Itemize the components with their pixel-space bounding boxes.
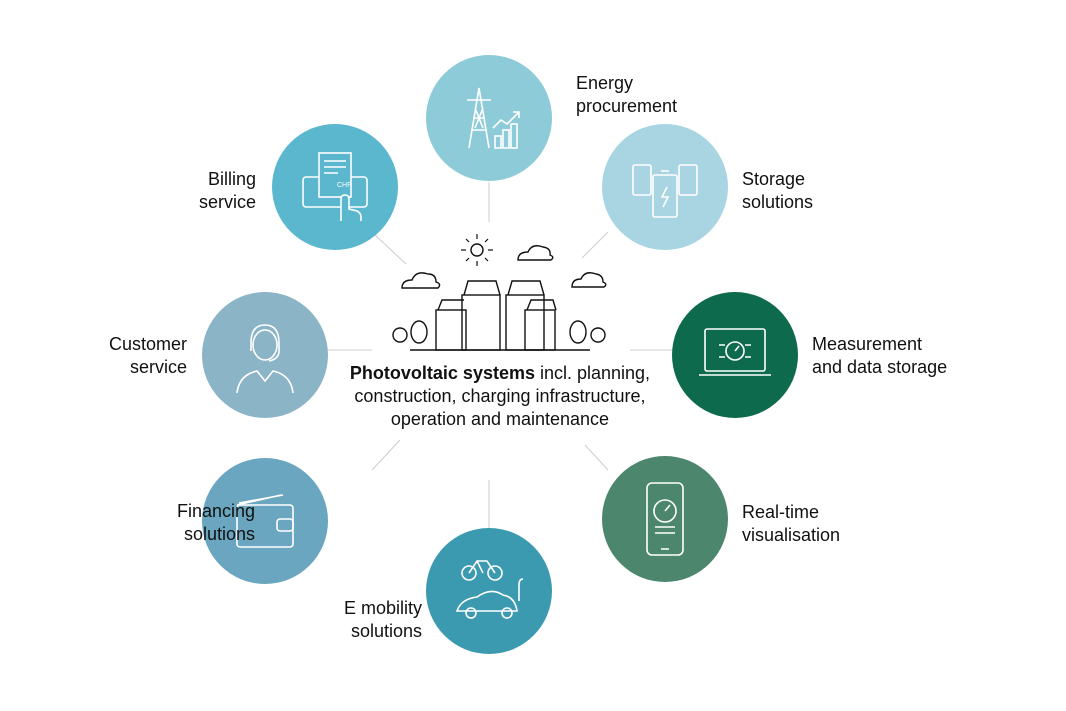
- label-line: and data storage: [812, 357, 948, 377]
- financing-label: Financing solutions: [145, 500, 255, 546]
- label-line: service: [129, 357, 187, 377]
- label-line: Real-time: [742, 502, 820, 522]
- emobility-circle: [426, 528, 552, 654]
- label-line: Storage: [742, 169, 806, 189]
- invoice-hand-icon: CHF: [302, 152, 368, 221]
- label-line: procurement: [576, 96, 678, 116]
- billing-service-circle: CHF: [272, 124, 398, 250]
- realtime-circle: [602, 456, 728, 582]
- storage-solutions-label: Storage solutions: [742, 168, 813, 214]
- laptop-gauge-icon: [699, 328, 771, 376]
- energy-procurement-circle: [426, 55, 552, 181]
- city-solar-illustration: [392, 234, 607, 351]
- label-line: service: [198, 192, 256, 212]
- phone-gauge-icon: [646, 482, 684, 556]
- svg-text:CHF: CHF: [337, 182, 351, 189]
- label-line: visualisation: [742, 525, 841, 545]
- label-line: solutions: [183, 524, 255, 544]
- ebike-car-icon: [455, 560, 524, 619]
- battery-icon: [632, 164, 698, 218]
- label-line: Financing: [176, 501, 255, 521]
- storage-solutions-circle: [602, 124, 728, 250]
- center-description: Photovoltaic systems incl. planning, con…: [320, 362, 680, 431]
- label-line: Measurement: [812, 334, 923, 354]
- customer-service-circle: [202, 292, 328, 418]
- billing-service-label: Billing service: [170, 168, 256, 214]
- center-title: Photovoltaic systems: [349, 363, 535, 383]
- label-line: Billing: [207, 169, 256, 189]
- headset-agent-icon: [236, 324, 294, 394]
- label-line: E mobility: [343, 598, 422, 618]
- emobility-label: E mobility solutions: [322, 597, 422, 643]
- energy-procurement-label: Energy procurement: [576, 72, 677, 118]
- label-line: solutions: [742, 192, 814, 212]
- label-line: Energy: [576, 73, 634, 93]
- realtime-label: Real-time visualisation: [742, 501, 840, 547]
- measurement-label: Measurement and data storage: [812, 333, 947, 379]
- wallet-icon: [236, 494, 294, 548]
- customer-service-label: Customer service: [80, 333, 187, 379]
- center-subtitle: incl. planning, construction, charging i…: [354, 363, 651, 429]
- measurement-circle: [672, 292, 798, 418]
- financing-circle: [202, 458, 328, 584]
- label-line: solutions: [350, 621, 422, 641]
- power-tower-chart-icon: [467, 87, 520, 149]
- label-line: Customer: [108, 334, 187, 354]
